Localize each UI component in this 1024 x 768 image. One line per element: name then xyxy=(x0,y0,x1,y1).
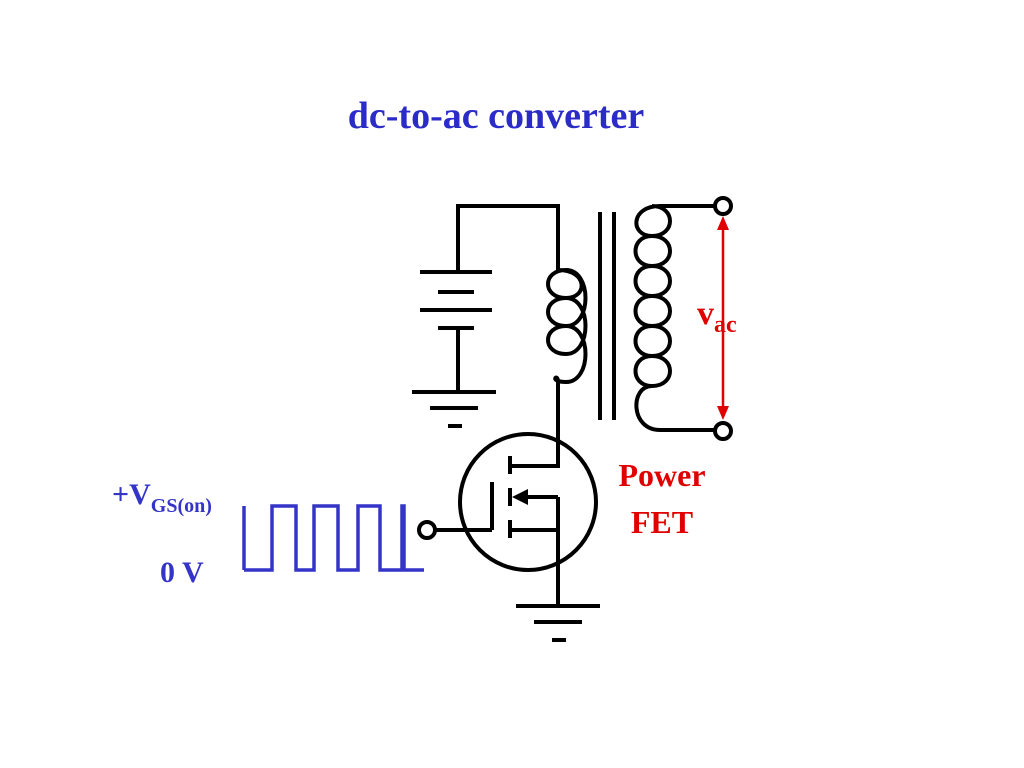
power-fet-label-line2: FET xyxy=(631,504,693,540)
output-terminal-top xyxy=(713,196,733,216)
vac-arrow xyxy=(717,216,729,420)
output-terminal-bottom xyxy=(713,421,733,441)
vgs-on-label: +VGS(on) xyxy=(112,478,212,517)
gate-input-terminal xyxy=(417,520,437,540)
square-wave-signal xyxy=(244,504,424,572)
transformer-core xyxy=(598,212,616,420)
power-fet-label-line1: Power xyxy=(618,457,705,493)
top-wire xyxy=(456,204,560,272)
primary-coil xyxy=(546,267,588,385)
zero-volt-label: 0 V xyxy=(160,556,204,589)
page-title: dc-to-ac converter xyxy=(348,95,645,137)
fet-body-circle xyxy=(458,432,598,572)
body-arrow-icon xyxy=(512,489,528,505)
secondary-coil xyxy=(633,204,716,432)
fet-ground-symbol xyxy=(516,604,600,642)
power-fet-symbol xyxy=(432,456,560,606)
battery xyxy=(420,204,560,392)
vac-label: vac xyxy=(697,295,737,338)
battery-ground-symbol xyxy=(412,390,496,428)
